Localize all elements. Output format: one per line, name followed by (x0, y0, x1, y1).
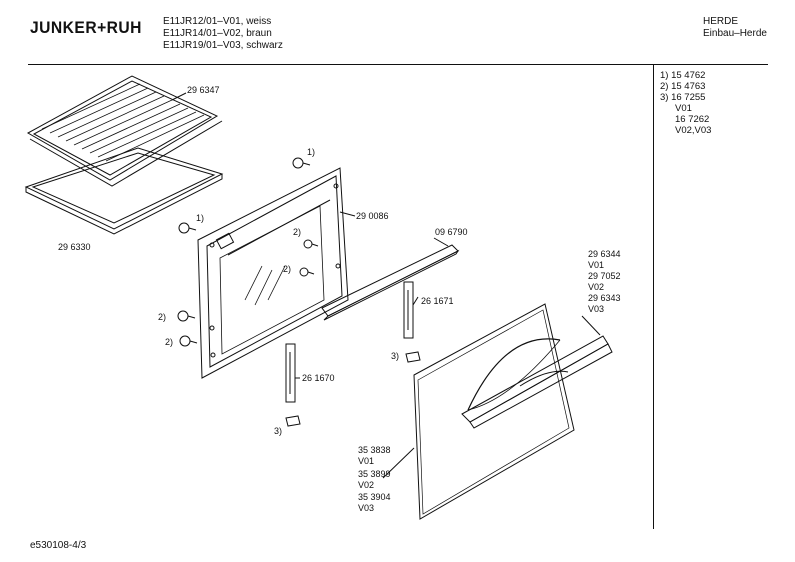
category-line: Einbau–Herde (703, 28, 767, 39)
handle-variant: V02 (588, 282, 604, 292)
door-part: 35 3899 (358, 469, 391, 479)
hinge (285, 343, 296, 403)
screw (177, 310, 196, 322)
screw (178, 222, 197, 234)
label-frame: 29 0086 (356, 211, 389, 221)
callout-screw-mid-a: 2) (293, 227, 301, 237)
callout-screw-left: 1) (196, 213, 204, 223)
door-handle (461, 335, 613, 429)
door-variant: V01 (358, 456, 374, 466)
oven-door (413, 303, 575, 520)
note-line: 16 7262 (675, 114, 710, 125)
door-rail (321, 244, 460, 321)
callout-screw-low-b: 2) (165, 337, 173, 347)
label-handle: 29 6344 V01 29 7052 V02 29 6343 V03 (588, 249, 621, 314)
brand-logo: JUNKER+RUH (30, 18, 142, 37)
clip (285, 415, 301, 427)
header-divider (28, 64, 768, 65)
model-line: E11JR14/01–V02, braun (163, 28, 272, 39)
door-variant: V03 (358, 503, 374, 513)
screw (299, 267, 315, 277)
screw (179, 335, 198, 347)
callout-clip-right: 3) (391, 351, 399, 361)
callout-screw-mid-b: 2) (283, 264, 291, 274)
label-tray: 29 6330 (58, 242, 91, 252)
note-line: 2) 15 4763 (660, 81, 706, 92)
door-part: 35 3904 (358, 492, 391, 502)
handle-variant: V01 (588, 260, 604, 270)
category: HERDE Einbau–Herde (703, 16, 767, 40)
screw (303, 239, 319, 249)
door-part: 35 3838 (358, 445, 391, 455)
label-hinge-right: 26 1671 (421, 296, 454, 306)
note-line: V01 (675, 103, 692, 114)
notes-column: 1) 15 4762 2) 15 4763 3) 16 7255 V01 16 … (660, 70, 711, 136)
handle-part: 29 6343 (588, 293, 621, 303)
door-variant: V02 (358, 480, 374, 490)
label-rail: 09 6790 (435, 227, 468, 237)
screw (292, 157, 311, 169)
label-rack: 29 6347 (187, 85, 220, 95)
callout-clip-left: 3) (274, 426, 282, 436)
label-hinge-left: 26 1670 (302, 373, 335, 383)
model-line: E11JR19/01–V03, schwarz (163, 40, 283, 51)
door-frame (197, 167, 349, 379)
handle-part: 29 6344 (588, 249, 621, 259)
handle-part: 29 7052 (588, 271, 621, 281)
notes-divider (653, 64, 654, 529)
category-line: HERDE (703, 16, 739, 27)
label-door: 35 3838 V01 35 3899 V02 35 3904 V03 (358, 445, 391, 513)
note-line: V02,V03 (675, 125, 712, 136)
handle-variant: V03 (588, 304, 604, 314)
oven-rack (26, 75, 223, 187)
model-list: E11JR12/01–V01, weiss E11JR14/01–V02, br… (163, 16, 283, 52)
note-line: 3) 16 7255 (660, 92, 706, 103)
model-line: E11JR12/01–V01, weiss (163, 16, 272, 27)
callout-screw-low-a: 2) (158, 312, 166, 322)
clip (405, 351, 421, 363)
baking-tray (24, 147, 224, 235)
document-id: e530108-4/3 (30, 540, 87, 551)
hinge (403, 281, 414, 339)
callout-screw-top: 1) (307, 147, 315, 157)
note-line: 1) 15 4762 (660, 70, 706, 81)
